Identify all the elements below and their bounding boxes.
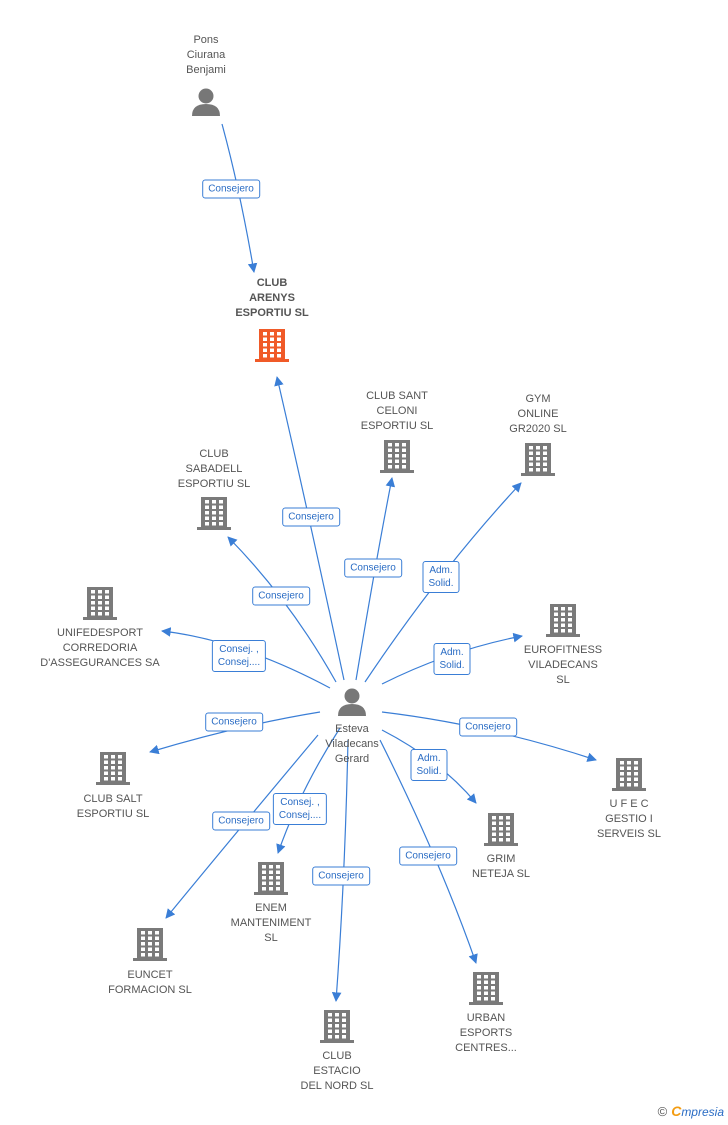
building-icon[interactable] (255, 329, 289, 362)
node-label-sabadell[interactable]: CLUB SABADELL ESPORTIU SL (177, 448, 251, 490)
edge-label-pons-arenys[interactable]: Consejero (202, 179, 260, 199)
edge-esteva-arenys (274, 376, 345, 681)
edge-label-esteva-eurofitness[interactable]: Adm. Solid. (433, 643, 471, 675)
node-label-estacio[interactable]: CLUB ESTACIO DEL NORD SL (300, 1050, 374, 1092)
building-icon[interactable] (320, 1010, 354, 1043)
edge-label-esteva-unifedesport[interactable]: Consej. , Consej.... (211, 640, 267, 672)
building-icon[interactable] (254, 862, 288, 895)
node-label-ufec[interactable]: U F E C GESTIO I SERVEIS SL (597, 798, 661, 840)
edge-label-esteva-urban[interactable]: Consejero (399, 846, 457, 866)
brand-logo-initial: C (671, 1103, 682, 1119)
building-icon[interactable] (83, 587, 117, 620)
node-label-celoni[interactable]: CLUB SANT CELONI ESPORTIU SL (360, 390, 434, 432)
edge-label-esteva-arenys[interactable]: Consejero (282, 507, 340, 527)
node-label-grim[interactable]: GRIM NETEJA SL (471, 853, 531, 880)
icons-layer (83, 88, 646, 1043)
building-icon[interactable] (380, 440, 414, 473)
building-icon[interactable] (546, 604, 580, 637)
edge-label-esteva-sabadell[interactable]: Consejero (252, 586, 310, 606)
building-icon[interactable] (197, 497, 231, 530)
node-label-enem[interactable]: ENEM MANTENIMENT SL (230, 902, 312, 944)
node-label-gym[interactable]: GYM ONLINE GR2020 SL (509, 393, 567, 435)
node-label-pons[interactable]: Pons Ciurana Benjami (186, 34, 226, 76)
node-label-unifedesport[interactable]: UNIFEDESPORT CORREDORIA D'ASSEGURANCES S… (40, 627, 160, 669)
copyright-icon: © (657, 1104, 668, 1119)
person-icon[interactable] (338, 688, 366, 717)
building-icon[interactable] (521, 443, 555, 476)
node-label-urban[interactable]: URBAN ESPORTS CENTRES... (455, 1012, 517, 1054)
node-label-eurofitness[interactable]: EUROFITNESS VILADECANS SL (523, 644, 603, 686)
building-icon[interactable] (133, 928, 167, 961)
node-label-esteva[interactable]: Esteva Viladecans Gerard (325, 723, 379, 765)
person-icon[interactable] (192, 88, 220, 117)
building-icon[interactable] (469, 972, 503, 1005)
edge-label-esteva-euncet[interactable]: Consejero (212, 811, 270, 831)
edge-label-esteva-ufec[interactable]: Consejero (459, 717, 517, 737)
edge-label-esteva-celoni[interactable]: Consejero (344, 558, 402, 578)
building-icon[interactable] (96, 752, 130, 785)
edge-label-esteva-salt[interactable]: Consejero (205, 712, 263, 732)
building-icon[interactable] (484, 813, 518, 846)
node-label-euncet[interactable]: EUNCET FORMACION SL (108, 969, 192, 996)
building-icon[interactable] (612, 758, 646, 791)
edge-label-esteva-estacio[interactable]: Consejero (312, 866, 370, 886)
edge-esteva-euncet (165, 734, 319, 919)
edge-esteva-enem (276, 727, 341, 854)
edge-label-esteva-enem[interactable]: Consej. , Consej.... (272, 793, 328, 825)
edge-label-esteva-grim[interactable]: Adm. Solid. (410, 749, 448, 781)
edge-label-esteva-gym[interactable]: Adm. Solid. (422, 561, 460, 593)
node-label-salt[interactable]: CLUB SALT ESPORTIU SL (76, 793, 150, 820)
footer-brand[interactable]: ©Cmpresia (658, 1103, 724, 1119)
brand-logo-text: mpresia (681, 1105, 724, 1119)
node-label-arenys[interactable]: CLUB ARENYS ESPORTIU SL (235, 277, 309, 319)
